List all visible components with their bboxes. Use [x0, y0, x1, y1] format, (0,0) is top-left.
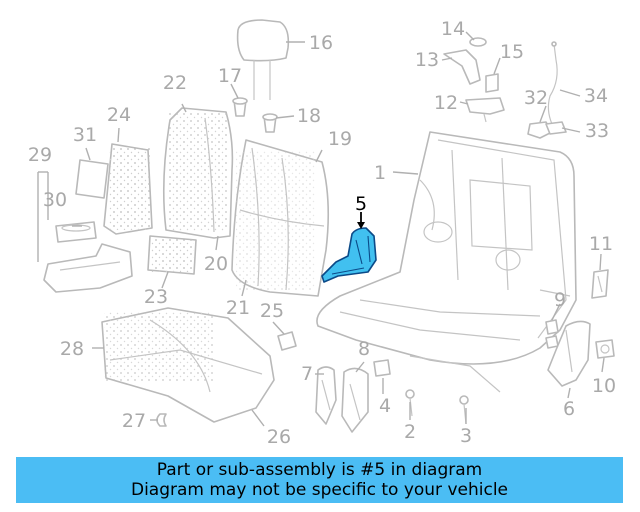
callout-26: 26 [267, 426, 291, 448]
part-seatback-pad [162, 107, 234, 239]
callout-34: 34 [584, 85, 608, 107]
callout-2: 2 [404, 421, 416, 443]
part-bracket-13 [443, 49, 481, 85]
callout-24: 24 [107, 104, 131, 126]
callout-16: 16 [309, 32, 333, 54]
part-pad-23 [147, 235, 197, 275]
callout-23: 23 [144, 286, 168, 308]
callout-20: 20 [204, 253, 228, 275]
callout-11: 11 [589, 233, 613, 255]
callout-28: 28 [60, 338, 84, 360]
part-cover-33 [545, 121, 567, 135]
callout-19: 19 [328, 128, 352, 150]
callout-30: 30 [43, 189, 67, 211]
parts-diagram: 1 2 3 4 5 6 7 8 9 10 11 12 13 14 15 16 1… [28, 18, 616, 448]
part-cupholder-30 [55, 221, 97, 243]
part-cap-10 [595, 339, 615, 359]
part-info-banner: Part or sub-assembly is #5 in diagram Di… [16, 457, 623, 503]
part-clip-4 [373, 359, 391, 377]
banner-line-part: Part or sub-assembly is #5 in diagram [156, 460, 483, 480]
part-clip-15 [485, 73, 499, 93]
part-clip-25 [277, 331, 297, 351]
callout-27: 27 [122, 410, 146, 432]
callout-21: 21 [226, 297, 250, 319]
callout-7: 7 [301, 363, 313, 385]
callout-3: 3 [460, 425, 472, 447]
leader-lines [37, 31, 605, 427]
callout-17: 17 [218, 65, 242, 87]
part-headrest-guide-18 [262, 113, 278, 133]
callout-5: 5 [355, 193, 367, 215]
callout-22: 22 [163, 72, 187, 94]
callout-18: 18 [297, 105, 321, 127]
part-latch-12 [465, 97, 505, 123]
callout-8: 8 [358, 338, 370, 360]
callout-1: 1 [374, 162, 386, 184]
callout-33: 33 [585, 120, 609, 142]
part-5-highlighted[interactable] [321, 227, 377, 283]
callout-labels: 1 2 3 4 5 6 7 8 9 10 11 12 13 14 15 16 1… [28, 18, 616, 448]
part-cap-11 [591, 269, 609, 299]
part-hinge-cover-7 [315, 366, 337, 425]
callout-14: 14 [441, 18, 465, 40]
banner-line-disclaimer: Diagram may not be specific to your vehi… [130, 480, 508, 500]
callout-15: 15 [500, 41, 524, 63]
part-headrest [236, 19, 290, 100]
callout-25: 25 [260, 300, 284, 322]
part-board-24 [103, 143, 153, 235]
callout-12: 12 [434, 92, 458, 114]
callout-9: 9 [554, 289, 566, 311]
callout-6: 6 [563, 398, 575, 420]
part-panel-31 [75, 159, 109, 199]
part-cable-34 [547, 41, 558, 125]
part-armrest-29 [43, 243, 133, 293]
callout-29: 29 [28, 144, 52, 166]
part-bolt-2 [405, 389, 415, 417]
part-trim-6 [547, 320, 591, 387]
part-headrest-guide-17 [232, 97, 248, 117]
part-hook-27 [156, 413, 167, 427]
callout-4: 4 [379, 395, 391, 417]
part-seat-cushion [101, 307, 275, 423]
callout-13: 13 [415, 49, 439, 71]
callout-10: 10 [592, 375, 616, 397]
part-bolt-3 [459, 395, 469, 425]
part-seat-frame [316, 131, 577, 393]
part-seatback-cover [231, 139, 330, 297]
callout-32: 32 [524, 87, 548, 109]
part-hinge-cover-8 [341, 367, 369, 433]
callout-31: 31 [73, 124, 97, 146]
